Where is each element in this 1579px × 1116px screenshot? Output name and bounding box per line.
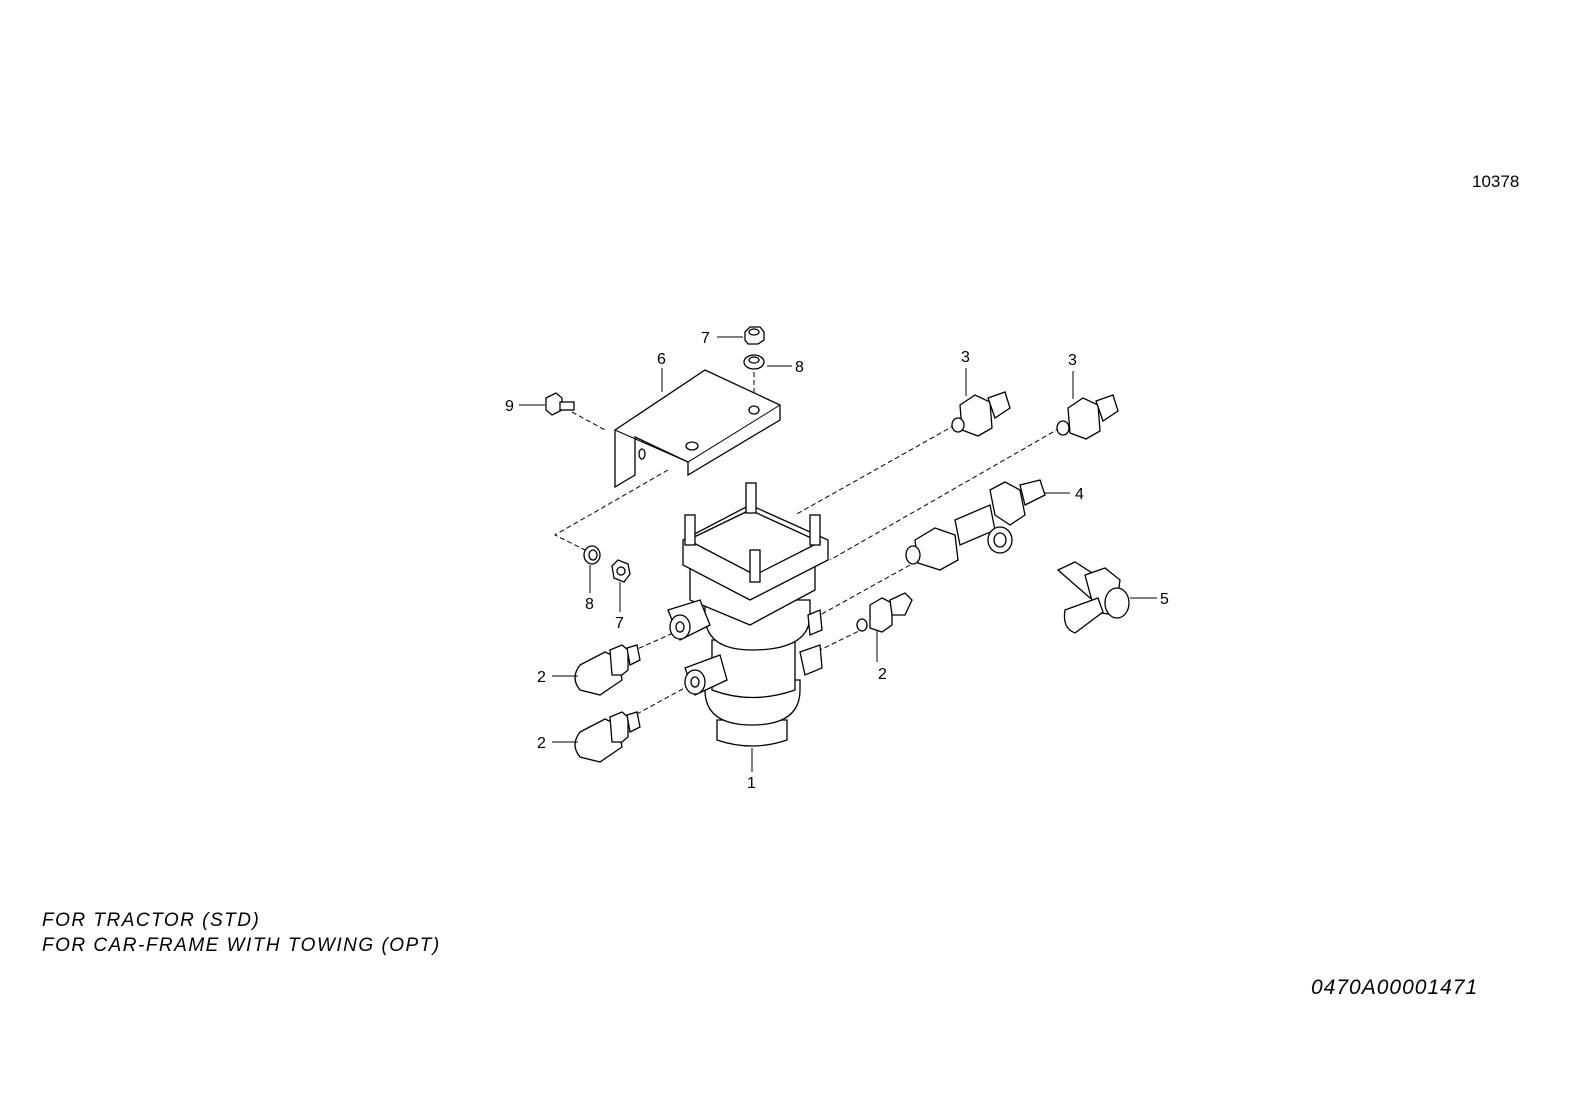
callout-bracket: 6 [657, 351, 666, 368]
drawing-code: 10378 [1472, 172, 1520, 191]
fitting-a-part [951, 391, 1011, 437]
callout-washer-bottom: 8 [585, 596, 594, 613]
callout-fitting-b: 3 [1068, 352, 1077, 369]
callout-bolt: 9 [505, 398, 514, 415]
washer-top-part [743, 354, 765, 370]
connector-left-bottom-part [574, 711, 641, 763]
callout-valve: 1 [747, 775, 756, 792]
assembly-dashed-lines [553, 372, 1061, 716]
callout-tee-fitting: 4 [1075, 486, 1084, 503]
stud [684, 482, 821, 583]
fitting-b-part [1056, 394, 1119, 440]
washer-bottom-part [583, 545, 601, 565]
notes: FOR TRACTOR (STD) FOR CAR-FRAME WITH TOW… [42, 908, 441, 958]
nut-bottom-part [611, 559, 631, 583]
callout-fitting-a: 3 [961, 349, 970, 366]
nut-top-part [744, 326, 765, 345]
connector-right-part [856, 592, 913, 633]
valve-body-part [667, 482, 829, 747]
note-line: FOR TRACTOR (STD) [42, 910, 261, 931]
elbow-part [1056, 561, 1130, 634]
callout-nut-top: 7 [701, 330, 710, 347]
leader-lines [519, 336, 1157, 772]
callout-connector-left-top: 2 [537, 669, 546, 686]
bracket-part [614, 369, 781, 489]
connector-left-top-part [574, 644, 641, 696]
callout-elbow: 5 [1160, 591, 1169, 608]
tee-fitting-part [905, 479, 1046, 571]
callout-connector-left-bottom: 2 [537, 735, 546, 752]
callout-washer-top: 8 [795, 359, 804, 376]
bolt-part [545, 392, 575, 416]
callout-connector-right: 2 [878, 666, 887, 683]
note-line: FOR CAR-FRAME WITH TOWING (OPT) [42, 935, 441, 956]
callout-nut-bottom: 7 [615, 615, 624, 632]
figure-id: 0470A00001471 [1311, 976, 1479, 999]
